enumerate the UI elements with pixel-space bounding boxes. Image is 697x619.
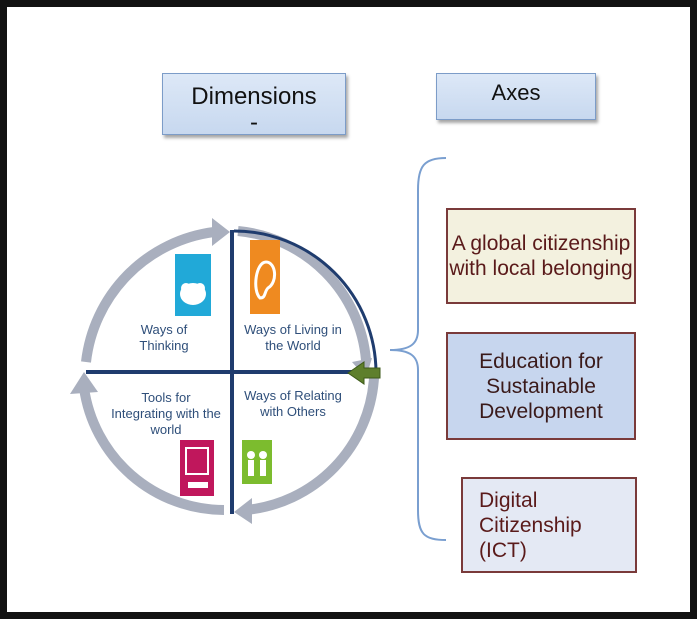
axes-title: Axes <box>491 80 541 105</box>
quadrant-cross <box>86 229 378 514</box>
people-icon <box>242 440 272 484</box>
axis-box-sustainable-development: Education for Sustainable Development <box>446 332 636 440</box>
axis-label: Digital Citizenship (ICT) <box>479 488 582 562</box>
arrowhead-left <box>70 372 98 394</box>
arrowhead-bottom <box>234 498 252 524</box>
cycle-arrow-bottom-right <box>245 377 379 515</box>
cycle-arrow-bottom-left <box>79 387 225 515</box>
computer-icon <box>180 440 214 496</box>
cycle-arrowheads <box>70 218 372 524</box>
curly-brace-icon <box>389 157 447 541</box>
dimensions-subtitle: - <box>250 109 258 136</box>
axis-label: A global citizenship with local belongin… <box>449 232 633 280</box>
cycle-arrows <box>79 226 379 515</box>
green-pointer-arrow-icon <box>347 361 381 385</box>
axis-label: Education for Sustainable Development <box>479 349 603 423</box>
dimensions-title: Dimensions <box>191 83 317 110</box>
dimensions-header: Dimensions - <box>162 73 346 136</box>
ear-icon <box>250 240 280 314</box>
cycle-arrow-top-left <box>81 227 215 363</box>
arrowhead-top <box>212 218 230 246</box>
axes-header: Axes <box>436 73 596 120</box>
quadrant-label-thinking: Ways of Thinking <box>139 322 189 353</box>
axis-box-digital-citizenship: Digital Citizenship (ICT) <box>461 477 637 573</box>
quadrant-label-relating: Ways of Relating with Others <box>244 388 342 419</box>
cycle-arrow-top-right <box>237 226 371 361</box>
quadrant-label-tools: Tools for Integrating with the world <box>111 390 221 437</box>
highlighted-quadrant-outline <box>233 229 378 373</box>
axis-box-global-citizenship: A global citizenship with local belongin… <box>446 208 636 304</box>
brain-icon <box>175 254 211 316</box>
quadrant-label-living: Ways of Living in the World <box>244 322 342 353</box>
